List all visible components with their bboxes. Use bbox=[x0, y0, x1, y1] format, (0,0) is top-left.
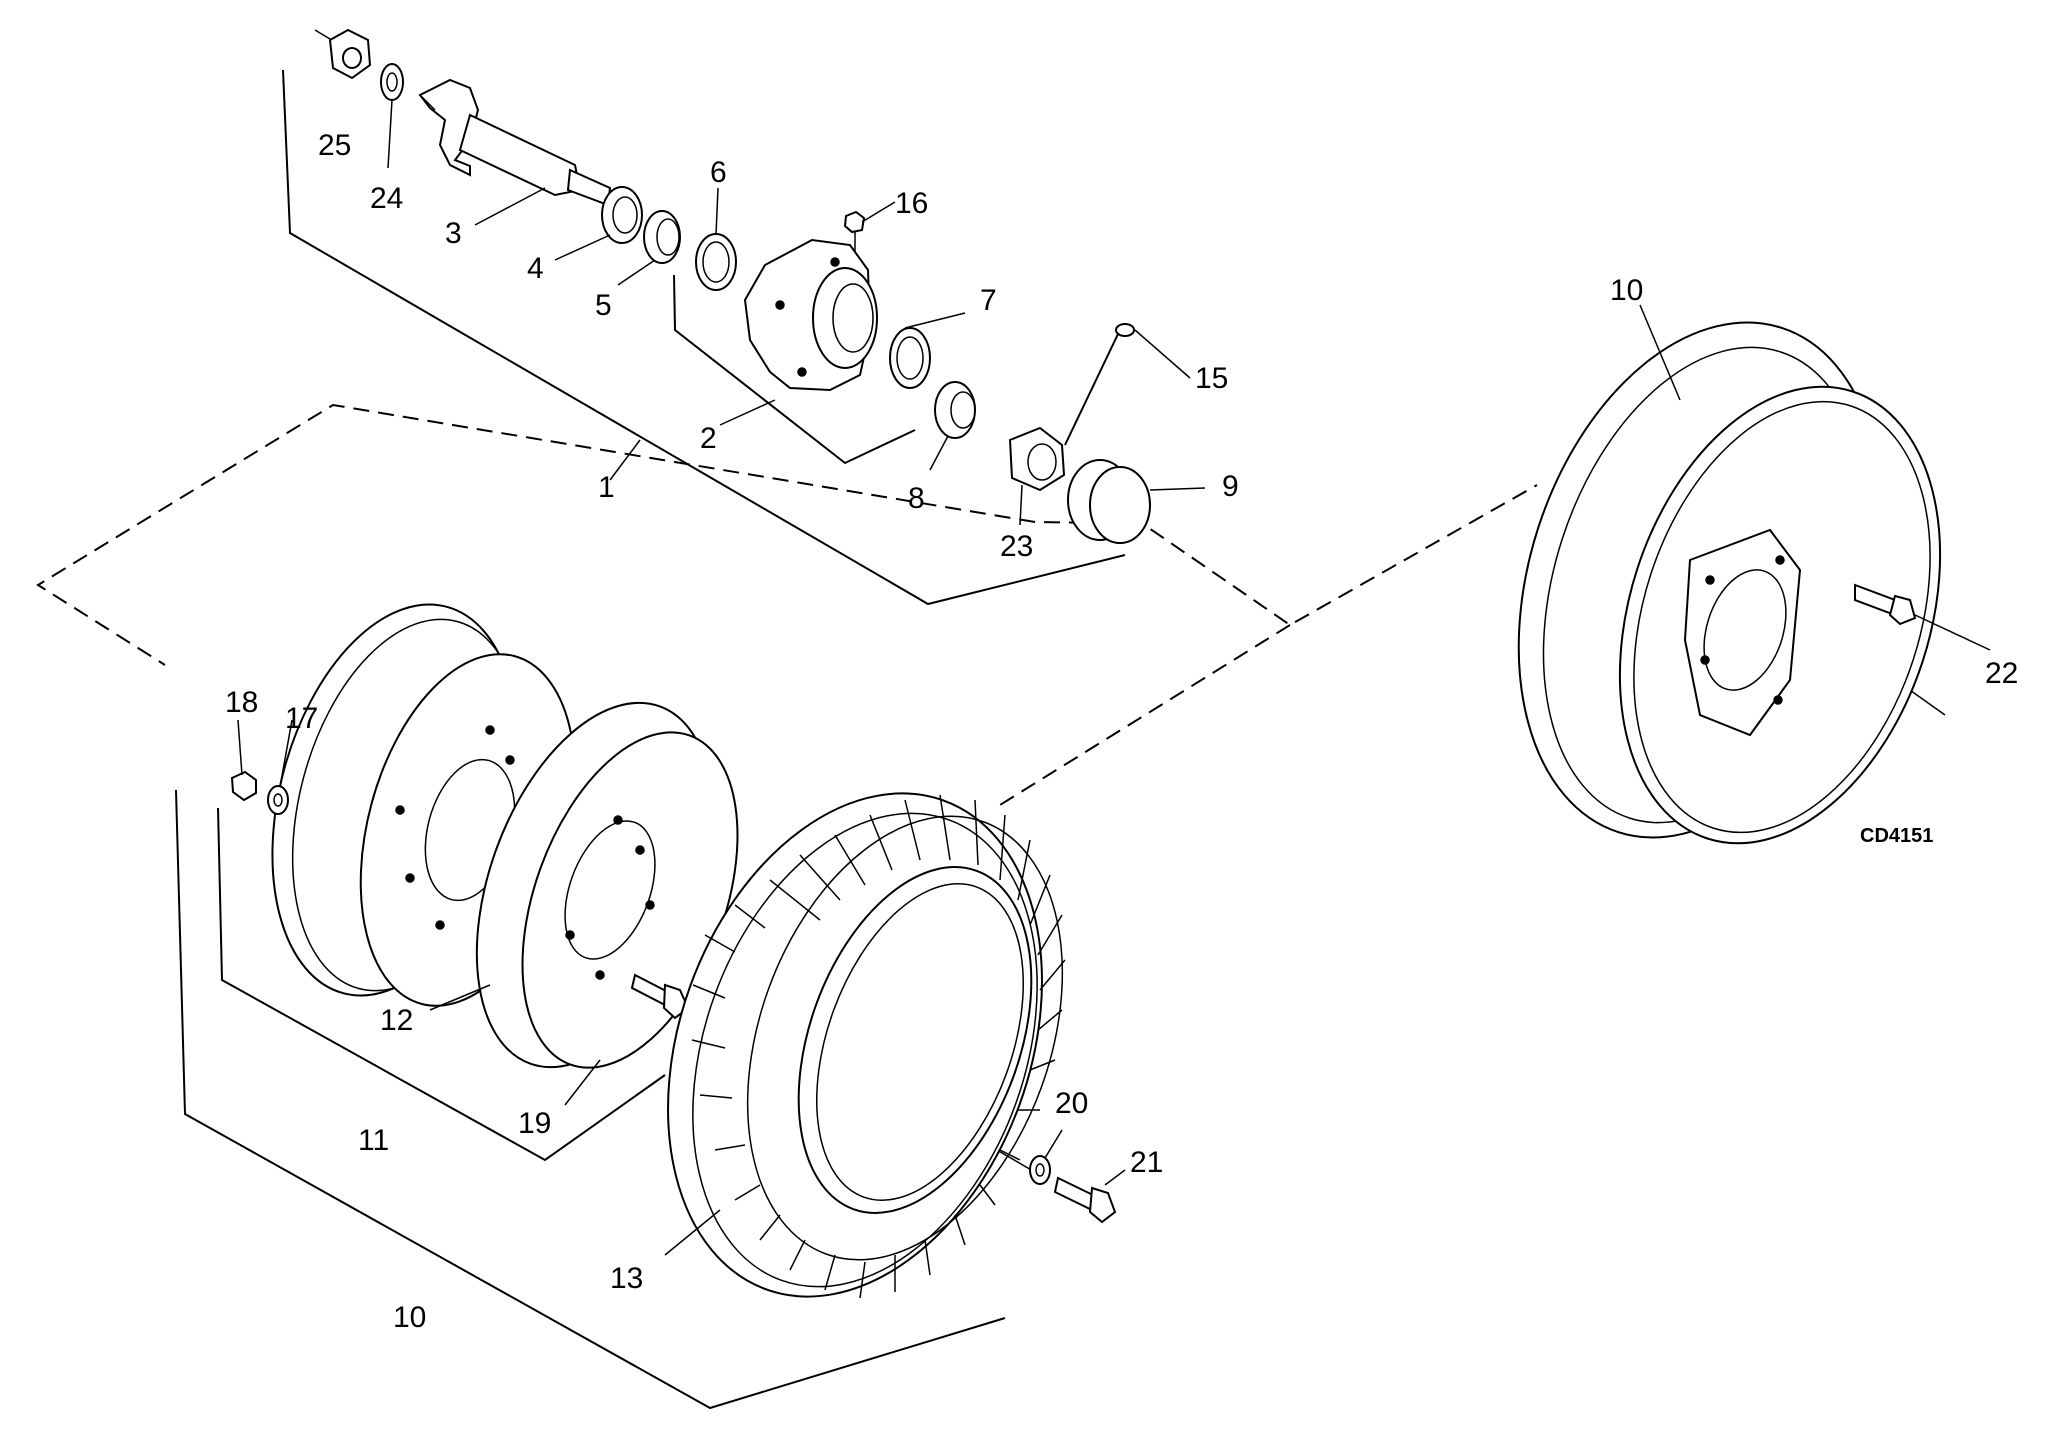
bearing-cone-4 bbox=[601, 186, 643, 244]
leader-23 bbox=[1019, 484, 1023, 526]
callout-6: 6 bbox=[710, 156, 727, 189]
leader-16 bbox=[861, 201, 896, 223]
hub-2 bbox=[743, 238, 878, 392]
callout-19: 19 bbox=[518, 1107, 551, 1140]
callout-1: 1 bbox=[598, 471, 615, 504]
callout-16: 16 bbox=[895, 187, 928, 220]
leader-5 bbox=[617, 259, 656, 286]
callout-7: 7 bbox=[980, 284, 997, 317]
bolt-22 bbox=[1854, 583, 1917, 626]
bearing-cup-7 bbox=[889, 327, 931, 389]
cotter-pin-15 bbox=[1064, 323, 1135, 446]
leader-7 bbox=[904, 312, 966, 329]
washer-17 bbox=[267, 785, 289, 815]
nut-25 bbox=[314, 28, 372, 80]
bracket-11 bbox=[217, 807, 666, 1162]
bearing-8 bbox=[934, 381, 976, 439]
leader-18 bbox=[237, 719, 243, 776]
callout-17: 17 bbox=[285, 702, 318, 735]
callout-18: 18 bbox=[225, 686, 258, 719]
callout-21: 21 bbox=[1130, 1146, 1163, 1179]
dust-cap-9 bbox=[1067, 459, 1151, 544]
washer-20 bbox=[1029, 1155, 1051, 1185]
leader-17 bbox=[279, 719, 293, 788]
spindle-3 bbox=[418, 78, 612, 207]
leader-2 bbox=[719, 399, 776, 426]
nut-18 bbox=[230, 770, 257, 802]
callout-15: 15 bbox=[1195, 362, 1228, 395]
leader-10-right bbox=[1639, 304, 1681, 401]
figure-code: CD4151 bbox=[1860, 825, 1933, 847]
leader-15 bbox=[1134, 329, 1191, 379]
callout-13: 13 bbox=[610, 1262, 643, 1295]
callout-11: 11 bbox=[358, 1124, 389, 1157]
leader-22 bbox=[1914, 614, 1991, 651]
tire-tread-lines bbox=[691, 794, 1066, 1299]
leader-4 bbox=[554, 234, 611, 261]
bracket-2 bbox=[673, 274, 916, 465]
callout-10-right: 10 bbox=[1610, 274, 1643, 307]
bearing-5 bbox=[643, 210, 681, 264]
lock-washer-24 bbox=[380, 63, 404, 101]
leader-20 bbox=[1044, 1129, 1063, 1159]
leader-8 bbox=[929, 435, 949, 471]
bracket-10 bbox=[175, 789, 1006, 1410]
centerline-dashed bbox=[36, 403, 1111, 666]
callout-9: 9 bbox=[1222, 470, 1239, 503]
callout-22: 22 bbox=[1985, 657, 2018, 690]
callout-2: 2 bbox=[700, 422, 717, 455]
leader-12 bbox=[429, 984, 491, 1011]
leader-6 bbox=[715, 187, 719, 236]
leader-21 bbox=[1104, 1169, 1126, 1186]
callout-20: 20 bbox=[1055, 1087, 1088, 1120]
castle-nut-23 bbox=[1008, 426, 1066, 492]
leader-19 bbox=[564, 1059, 601, 1106]
bolt-21 bbox=[1053, 1176, 1117, 1224]
bracket-1 bbox=[282, 69, 1126, 606]
callout-3: 3 bbox=[445, 217, 462, 250]
callout-8: 8 bbox=[908, 482, 925, 515]
wheel-half-19 bbox=[475, 701, 739, 1069]
tire-13 bbox=[667, 792, 1066, 1299]
leader-13 bbox=[664, 1209, 721, 1256]
wheel-10-right bbox=[1517, 321, 1942, 845]
leader-1 bbox=[609, 439, 641, 481]
callout-5: 5 bbox=[595, 289, 612, 322]
leader-9 bbox=[1149, 487, 1206, 491]
centerline-dashed-2 bbox=[1129, 484, 1538, 627]
callout-4: 4 bbox=[527, 252, 544, 285]
callout-24: 24 bbox=[370, 182, 403, 215]
callout-10-bottom: 10 bbox=[393, 1301, 426, 1334]
callout-12: 12 bbox=[380, 1004, 413, 1037]
callout-23: 23 bbox=[1000, 530, 1033, 563]
bearing-cup-6 bbox=[695, 233, 737, 291]
leader-3 bbox=[474, 187, 546, 226]
leader-24 bbox=[387, 99, 393, 169]
callout-25: 25 bbox=[318, 129, 351, 162]
centerline-dashed-3 bbox=[999, 624, 1291, 806]
